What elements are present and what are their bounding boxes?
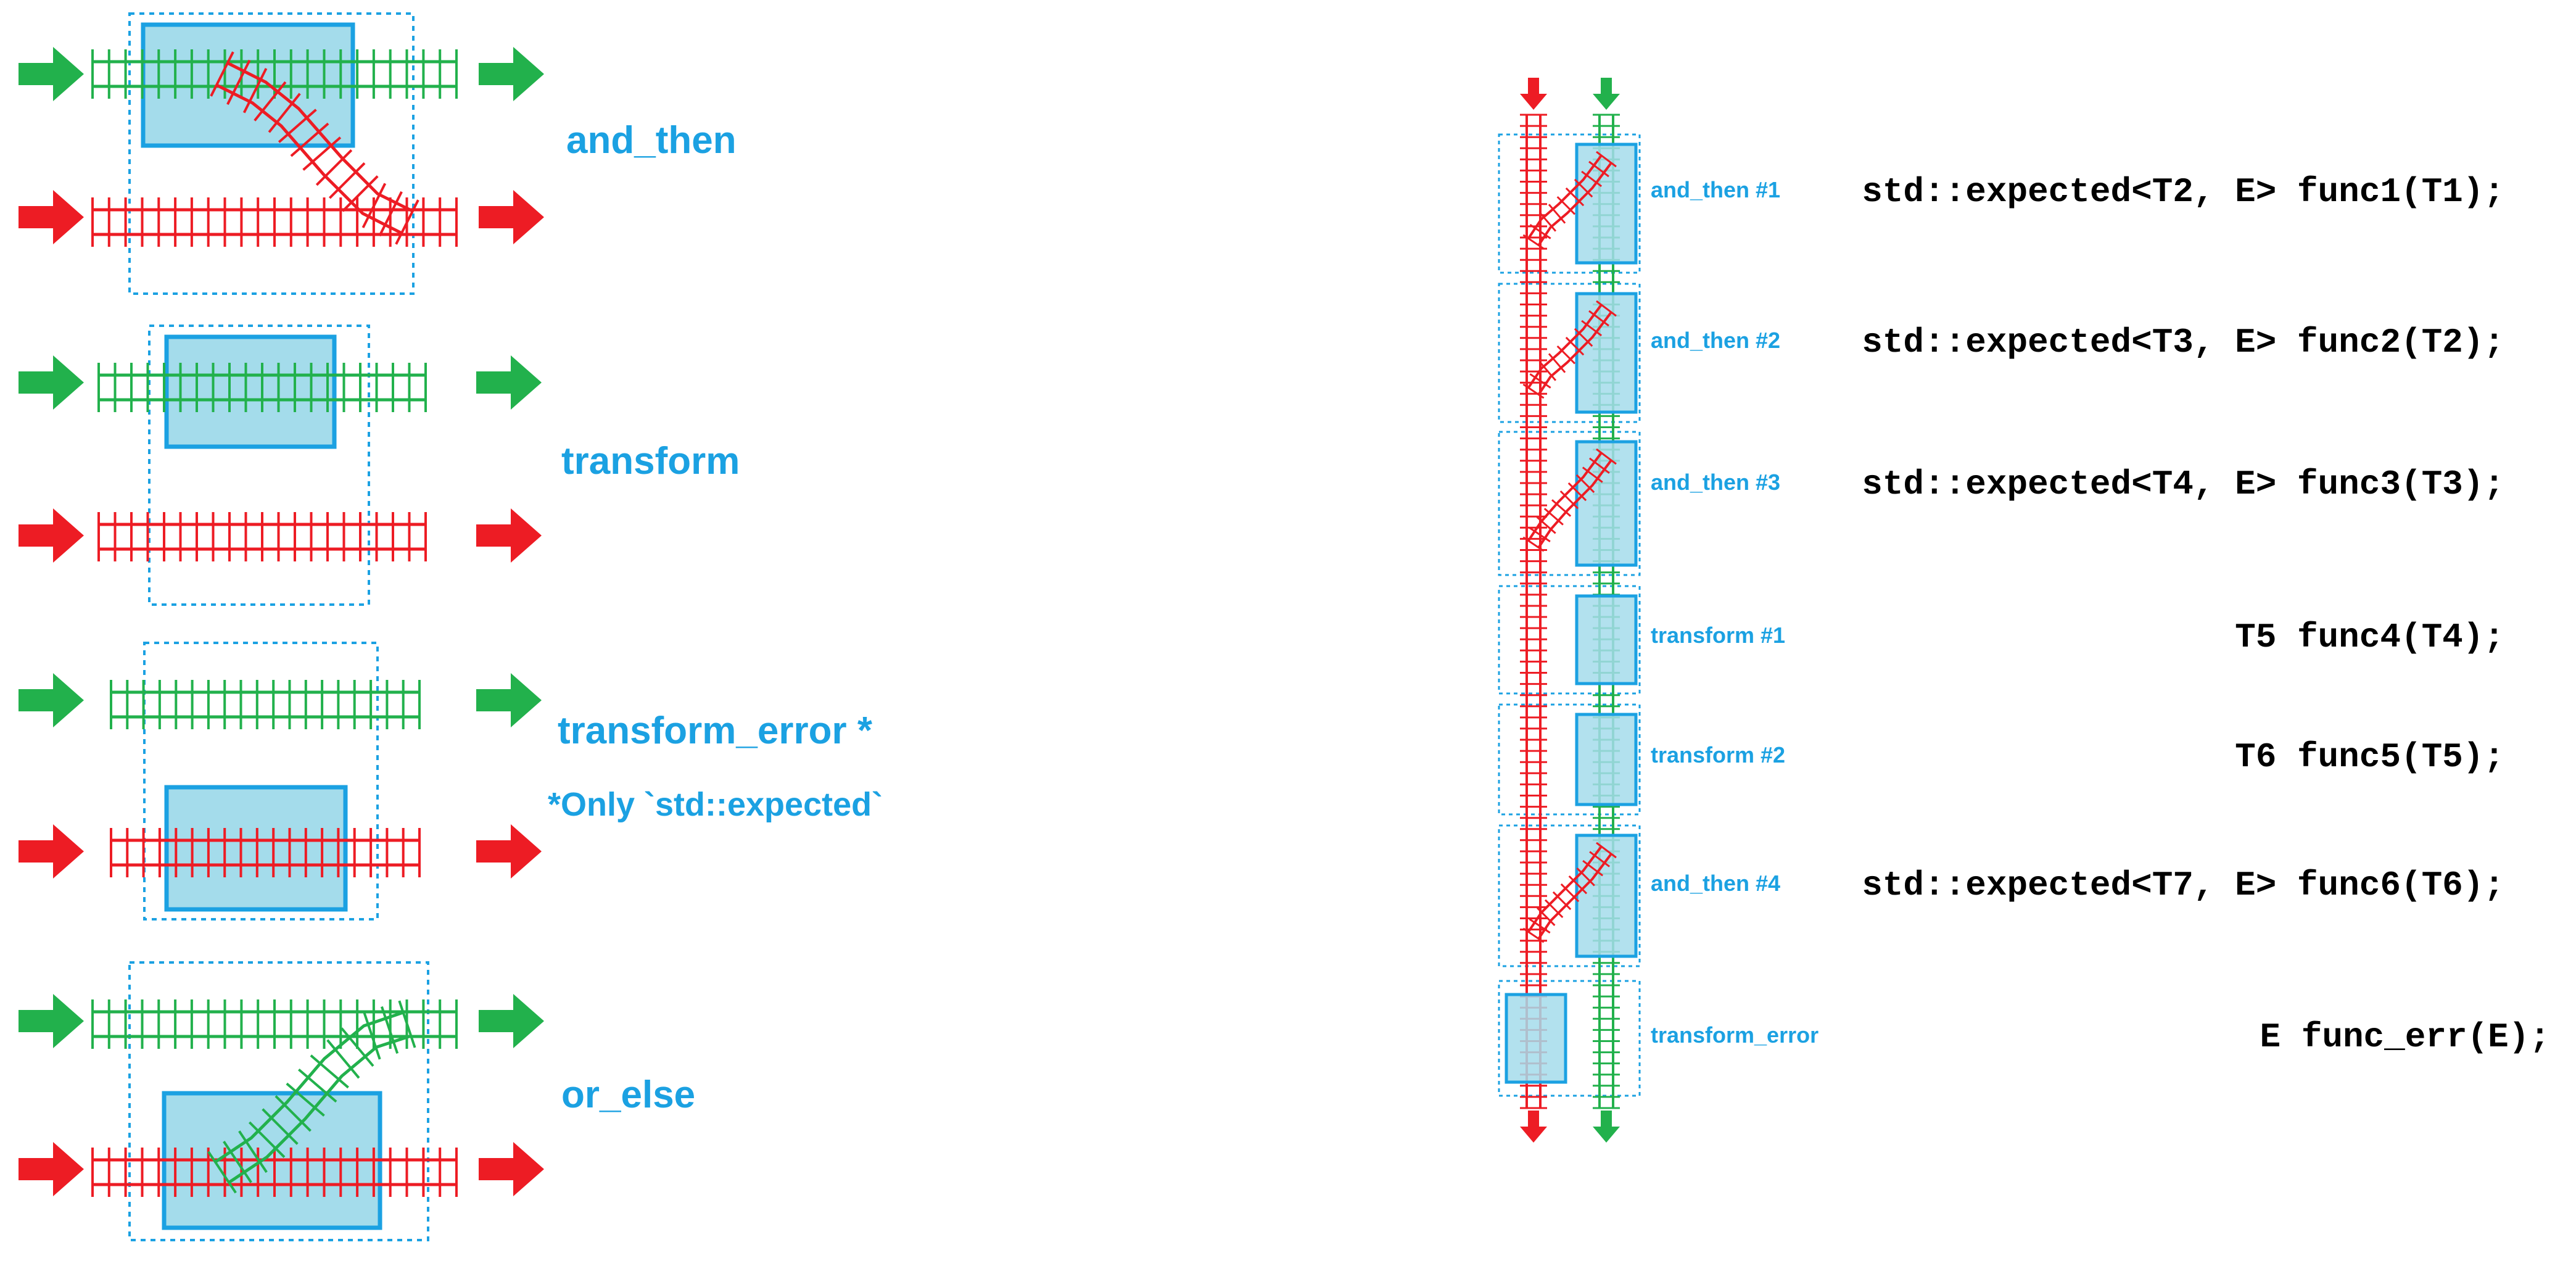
stage-frame — [1498, 431, 1641, 576]
transform-label: transform — [561, 440, 740, 482]
pipeline-stage: and_then #1 std::expected<T2, E> func1(T1… — [1522, 143, 2504, 265]
stage-frame — [1498, 133, 1641, 274]
stage-code: E func_err(E); — [2260, 1017, 2550, 1057]
stage-branch-track — [1522, 300, 1617, 399]
operation-labels: and_then transform transform_error * *On… — [548, 119, 883, 1116]
pipeline-error-out-arrow — [1520, 1111, 1547, 1143]
stage-function-box — [1575, 143, 1638, 265]
or-else-success-track — [91, 999, 458, 1049]
pipeline-stage: and_then #4 std::expected<T7, E> func6(T6… — [1522, 834, 2504, 958]
transform-error-error-track — [110, 828, 421, 877]
pipeline-stage: transform #1 T5 func4(T4); — [1575, 594, 2504, 685]
stage-label: and_then #3 — [1651, 470, 1780, 495]
or-else-in-error-arrow — [19, 1142, 84, 1196]
stage-frame — [1498, 283, 1641, 423]
stage-code: std::expected<T4, E> func3(T3); — [1862, 465, 2504, 504]
and-then-dashed-frame — [128, 12, 415, 295]
and-then-out-error-arrow — [479, 190, 544, 244]
transform-error-dashed-frame — [143, 642, 379, 921]
stage-label: and_then #1 — [1651, 177, 1780, 202]
or-else-in-success-arrow — [19, 994, 84, 1048]
stage-frame — [1498, 980, 1641, 1097]
stage-function-box — [1575, 713, 1638, 806]
and-then-branch-track — [210, 51, 419, 245]
transform-error-in-error-arrow — [19, 824, 84, 879]
and-then-out-success-arrow — [479, 47, 544, 101]
transform-in-error-arrow — [19, 508, 84, 563]
operation-panels — [19, 12, 544, 1241]
or-else-branch-track — [207, 1000, 416, 1194]
and-then-label: and_then — [566, 119, 737, 162]
and-then-panel — [19, 12, 544, 295]
pipeline-stage: transform #2 T6 func5(T5); — [1575, 713, 2504, 806]
stage-frame — [1498, 703, 1641, 816]
transform-error-out-error-arrow — [476, 824, 542, 879]
stage-function-box — [1505, 993, 1567, 1084]
pipeline-error-track — [1520, 114, 1547, 1109]
transform-error-success-track — [110, 680, 421, 729]
or-else-dashed-frame — [128, 961, 429, 1241]
transform-in-success-arrow — [19, 355, 84, 410]
stage-label: and_then #4 — [1651, 871, 1780, 896]
and-then-error-track — [91, 197, 458, 247]
stage-frame — [1498, 824, 1641, 967]
stage-code: std::expected<T2, E> func1(T1); — [1862, 172, 2504, 212]
transform-error-in-success-arrow — [19, 673, 84, 727]
stage-code: std::expected<T3, E> func2(T2); — [1862, 323, 2504, 362]
or-else-out-error-arrow — [479, 1142, 544, 1196]
transform-panel — [19, 325, 542, 606]
pipeline-stage: and_then #2 std::expected<T3, E> func2(T2… — [1522, 292, 2504, 414]
or-else-panel — [19, 961, 544, 1241]
stage-label: transform_error — [1651, 1022, 1818, 1048]
stage-function-box — [1575, 834, 1638, 958]
and-then-in-error-arrow — [19, 190, 84, 244]
stage-function-box — [1575, 594, 1638, 685]
pipeline-success-out-arrow — [1593, 1111, 1620, 1143]
transform-success-track — [97, 363, 427, 412]
or-else-label: or_else — [561, 1074, 695, 1116]
and-then-success-track — [91, 49, 458, 99]
transform-error-note: *Only `std::expected` — [548, 786, 883, 823]
pipeline-stage: and_then #3 std::expected<T4, E> func3(T3… — [1522, 440, 2504, 567]
transform-error-label: transform_error * — [558, 710, 873, 752]
and-then-in-success-arrow — [19, 47, 84, 101]
stage-branch-track — [1522, 842, 1617, 943]
stage-code: std::expected<T7, E> func6(T6); — [1862, 866, 2504, 905]
transform-dashed-frame — [148, 325, 370, 606]
stage-branch-track — [1522, 448, 1617, 552]
stage-label: and_then #2 — [1651, 328, 1780, 353]
stage-code: T5 func4(T4); — [2235, 618, 2504, 657]
stage-label: transform #2 — [1651, 742, 1785, 767]
or-else-error-track — [91, 1148, 458, 1197]
or-else-out-success-arrow — [479, 994, 544, 1048]
pipeline-diagram: and_then #1 std::expected<T2, E> func1(T1… — [1498, 78, 2550, 1143]
stage-function-box — [1575, 440, 1638, 567]
stage-label: transform #1 — [1651, 623, 1785, 648]
transform-function-box — [164, 334, 337, 449]
stage-function-box — [1575, 292, 1638, 414]
transform-error-track — [97, 512, 427, 561]
transform-out-error-arrow — [476, 508, 542, 563]
stage-code: T6 func5(T5); — [2235, 737, 2504, 777]
stage-branch-track — [1522, 151, 1617, 250]
pipeline-error-in-arrow — [1520, 78, 1547, 110]
pipeline-success-in-arrow — [1593, 78, 1620, 110]
pipeline-stage: transform_error E func_err(E); — [1505, 993, 2550, 1084]
transform-out-success-arrow — [476, 355, 542, 410]
stage-frame — [1498, 585, 1641, 695]
transform-error-panel — [19, 642, 542, 921]
transform-error-out-success-arrow — [476, 673, 542, 727]
